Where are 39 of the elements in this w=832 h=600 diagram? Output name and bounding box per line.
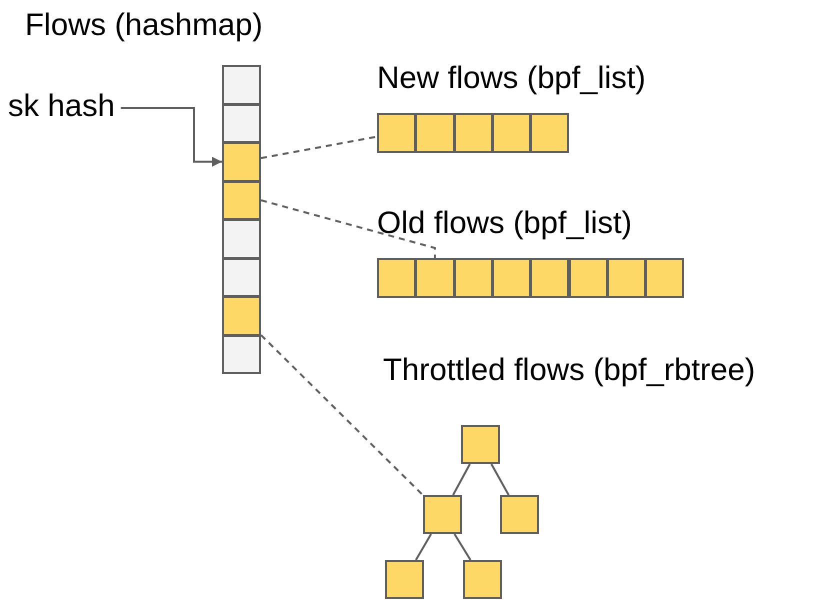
- slot: [222, 219, 261, 258]
- slot: [222, 296, 261, 336]
- hash-key-text: sk hash: [8, 88, 115, 124]
- slot: [530, 113, 570, 153]
- slot: [454, 113, 493, 153]
- slot: [222, 65, 261, 104]
- tree-node: [423, 495, 462, 534]
- tree-node: [463, 560, 502, 599]
- slot: [492, 258, 532, 298]
- slot: [454, 258, 493, 298]
- slot: [645, 258, 684, 298]
- tree-node: [461, 425, 500, 464]
- slot: [492, 113, 532, 153]
- slot: [606, 258, 646, 298]
- tree-node: [500, 495, 539, 534]
- slot: [377, 258, 416, 298]
- slot: [222, 104, 261, 143]
- tree-branch-line: [452, 464, 471, 496]
- slot: [222, 258, 261, 297]
- tree-node: [385, 560, 424, 599]
- slot: [222, 334, 261, 374]
- tree-branch-line: [454, 533, 472, 561]
- arrow: [120, 107, 222, 167]
- slot: [415, 258, 455, 298]
- slot: [222, 180, 261, 220]
- slot: [415, 113, 455, 153]
- dashed-line: [260, 334, 424, 496]
- structure-title: Throttled flows (bpf_rbtree): [383, 352, 756, 388]
- dashed-line: [260, 199, 436, 258]
- slot: [530, 258, 570, 298]
- slot: [377, 113, 416, 153]
- structure-title: Old flows (bpf_list): [377, 205, 632, 241]
- dashed-line: [260, 136, 378, 160]
- slot: [222, 142, 261, 182]
- structure-title: New flows (bpf_list): [377, 60, 646, 96]
- tree-branch-line: [490, 464, 510, 496]
- slot: [568, 258, 608, 298]
- structure-title: Flows (hashmap): [25, 7, 263, 43]
- tree-branch-line: [415, 534, 432, 560]
